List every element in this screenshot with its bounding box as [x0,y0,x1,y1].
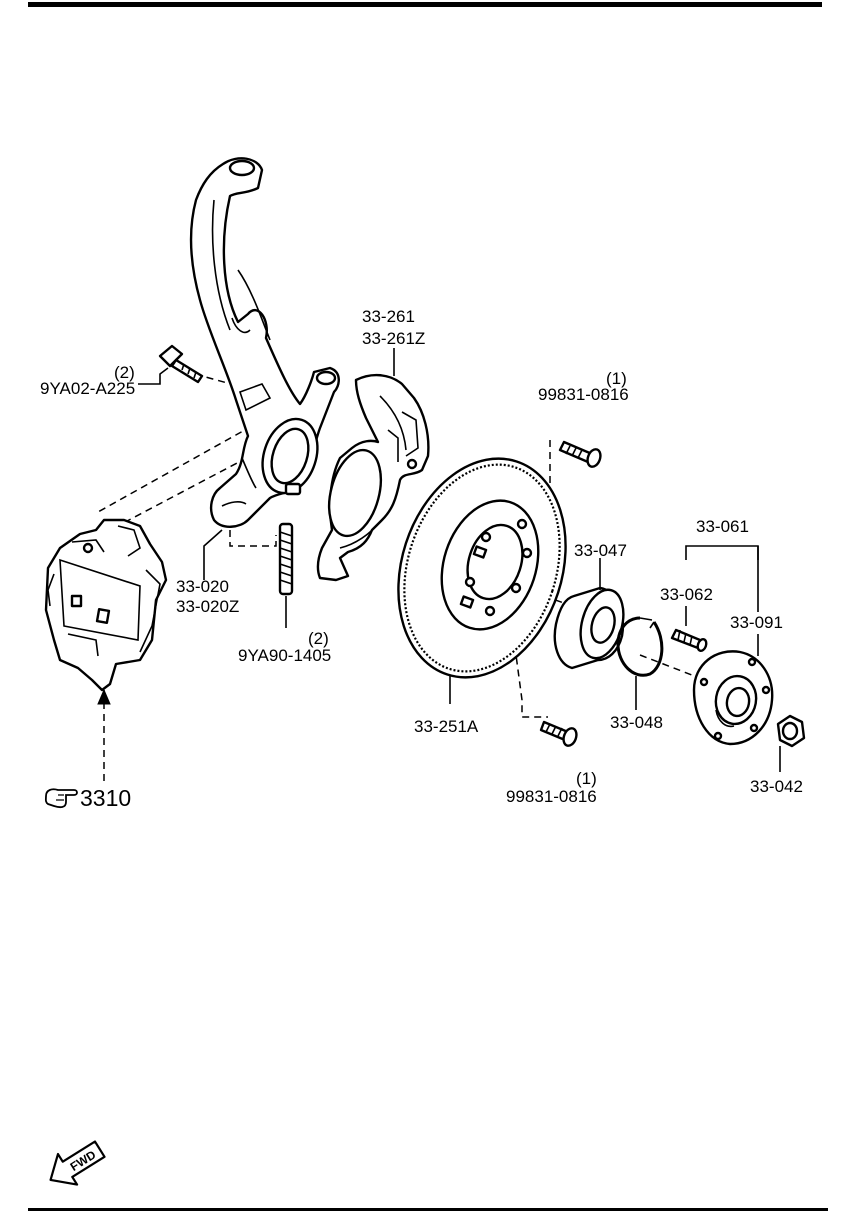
label-hub: 33-091 [730,613,783,632]
label-disc: 33-251A [414,717,479,736]
label-screw-bottom: 99831-0816 [506,787,597,806]
label-knuckle-a: 33-020 [176,577,229,596]
part-labels: (2) 9YA02-A225 33-261 33-261Z (1) 99831-… [40,307,803,806]
leader-lines [138,348,781,772]
label-caliper-ref: 3310 [80,785,131,811]
stud-bolt-icon [278,522,294,596]
label-screw-top-qty: (1) [606,369,627,388]
bottom-rule [28,1208,828,1211]
label-stud: 9YA90-1405 [238,646,331,665]
label-hub-assy: 33-061 [696,517,749,536]
caliper-ref-arrow [97,688,111,705]
fwd-arrow-icon: FWD [49,1140,106,1186]
caliper-bolt-icon [158,344,204,384]
label-shield-b: 33-261Z [362,329,425,348]
label-bearing: 33-047 [574,541,627,560]
label-bolt-top: 9YA02-A225 [40,379,135,398]
label-screw-top: 99831-0816 [538,385,629,404]
caliper-reference: 3310 [44,785,131,811]
label-knuckle-b: 33-020Z [176,597,239,616]
wheel-hub [692,650,774,746]
brake-caliper [44,518,168,692]
label-snap-ring: 33-048 [610,713,663,732]
hub-nut-icon [776,714,806,748]
snap-ring [616,616,664,677]
brake-disc [397,457,567,679]
label-screw-bottom-qty: (1) [576,769,597,788]
wheel-bearing [553,586,625,670]
label-hub-bolt: 33-062 [660,585,713,604]
top-rule [28,2,822,7]
hub-bolt-icon [670,628,708,653]
steering-knuckle [189,157,340,528]
label-shield-a: 33-261 [362,307,415,326]
label-bolt-top-qty: (2) [114,363,135,382]
disc-screw-bottom-icon [539,720,578,747]
pointing-hand-icon [44,788,78,809]
disc-screw-top-icon [558,440,602,468]
label-stud-qty: (2) [308,629,329,648]
label-nut: 33-042 [750,777,803,796]
dust-shield [316,373,430,582]
